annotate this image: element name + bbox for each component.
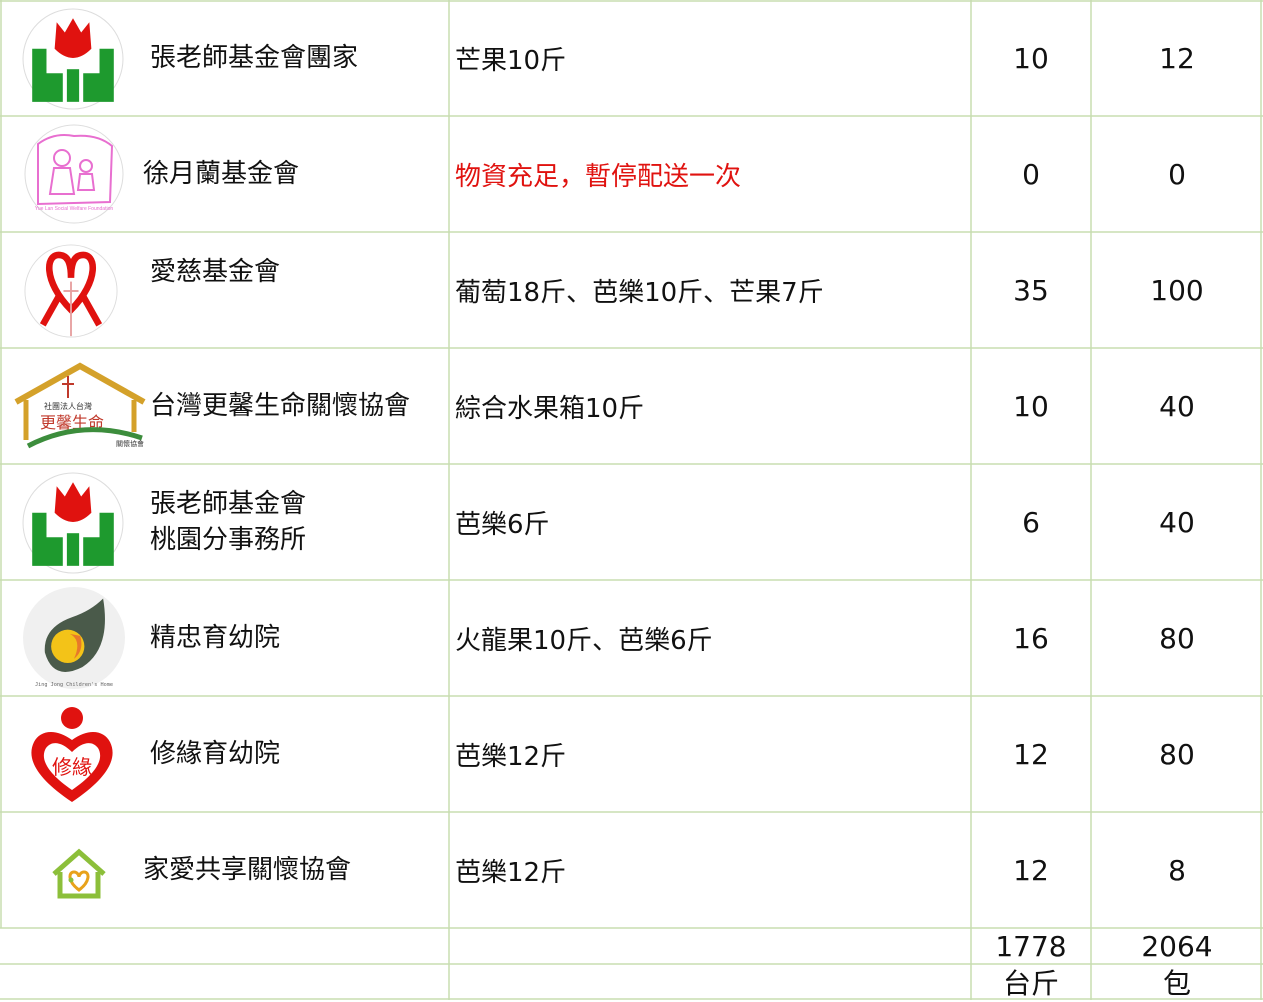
org-name-line2: 桃園分事務所 bbox=[150, 525, 307, 555]
items-text: 火龍果10斤、芭樂6斤 bbox=[455, 625, 713, 656]
items-text: 芭樂12斤 bbox=[455, 741, 567, 772]
people-value: 80 bbox=[1159, 621, 1195, 655]
xiu-yuan-logo-icon: 修緣 bbox=[31, 707, 113, 802]
org-name-line1: 張老師基金會 bbox=[150, 489, 307, 519]
org-name: 修緣育幼院 bbox=[150, 739, 281, 769]
teacher-chang-logo-icon bbox=[22, 472, 124, 574]
red-ribbon-logo-icon bbox=[24, 244, 118, 338]
total-people-unit: 包 bbox=[1162, 967, 1191, 1000]
table-row: 家愛共享關懷協會 芭樂12斤 12 8 bbox=[0, 812, 1263, 928]
table-row: Yue Lan Social Welfare Foundation 徐月蘭基金會… bbox=[0, 116, 1263, 232]
people-value: 0 bbox=[1168, 157, 1186, 191]
house-cross-logo-icon: 社團法人台灣 更馨生命 關懷協會 bbox=[14, 362, 146, 449]
items-text: 物資充足，暫停配送一次 bbox=[455, 161, 742, 192]
logo-caption-bot: 關懷協會 bbox=[116, 439, 144, 448]
items-text: 芭樂6斤 bbox=[455, 509, 550, 540]
teacher-chang-logo-icon bbox=[22, 8, 124, 110]
items-text: 綜合水果箱10斤 bbox=[455, 393, 645, 424]
people-value: 80 bbox=[1159, 737, 1195, 771]
org-name: 愛慈基金會 bbox=[150, 257, 281, 287]
table-row: Jing Jong Children's Home 精忠育幼院 火龍果10斤、芭… bbox=[0, 580, 1263, 696]
org-name: 徐月蘭基金會 bbox=[143, 159, 300, 189]
org-name: 家愛共享關懷協會 bbox=[143, 855, 352, 885]
jing-jong-logo-icon: Jing Jong Children's Home bbox=[23, 587, 125, 689]
qty-value: 0 bbox=[1022, 157, 1040, 191]
table-row: 修緣 修緣育幼院 芭樂12斤 12 80 bbox=[0, 696, 1263, 812]
qty-value: 12 bbox=[1013, 853, 1049, 887]
people-value: 8 bbox=[1168, 853, 1186, 887]
total-qty: 1778 bbox=[995, 929, 1067, 963]
table-row: 張老師基金會團家 芒果10斤 10 12 bbox=[0, 0, 1263, 116]
totals-row: 1778 2064 bbox=[0, 928, 1263, 964]
people-value: 40 bbox=[1159, 389, 1195, 423]
totals-unit-row: 台斤 包 bbox=[0, 964, 1263, 1000]
table-row: 社團法人台灣 更馨生命 關懷協會 台灣更馨生命關懷協會 綜合水果箱10斤 10 … bbox=[0, 348, 1263, 464]
people-value: 40 bbox=[1159, 505, 1195, 539]
people-value: 12 bbox=[1159, 41, 1195, 75]
hsu-yueh-lan-logo-icon: Yue Lan Social Welfare Foundation bbox=[24, 124, 124, 224]
people-value: 100 bbox=[1150, 273, 1204, 307]
org-name: 張老師基金會 桃園分事務所 bbox=[150, 486, 306, 558]
table-row: 愛慈基金會 葡萄18斤、芭樂10斤、芒果7斤 35 100 bbox=[0, 232, 1263, 348]
qty-value: 12 bbox=[1013, 737, 1049, 771]
qty-value: 10 bbox=[1013, 41, 1049, 75]
logo-caption-top: 社團法人台灣 bbox=[44, 401, 92, 411]
home-love-logo-icon bbox=[52, 848, 106, 899]
qty-value: 35 bbox=[1013, 273, 1049, 307]
logo-caption: Jing Jong Children's Home bbox=[35, 682, 113, 688]
logo-caption: Yue Lan Social Welfare Foundation bbox=[35, 206, 114, 212]
logo-caption: 修緣 bbox=[52, 755, 92, 779]
items-text: 葡萄18斤、芭樂10斤、芒果7斤 bbox=[455, 277, 824, 308]
items-text: 芒果10斤 bbox=[455, 45, 567, 76]
org-name: 精忠育幼院 bbox=[150, 623, 281, 653]
qty-value: 10 bbox=[1013, 389, 1049, 423]
total-qty-unit: 台斤 bbox=[1002, 967, 1059, 1000]
org-name: 台灣更馨生命關懷協會 bbox=[150, 391, 411, 421]
table-row: 張老師基金會 桃園分事務所 芭樂6斤 6 40 bbox=[0, 464, 1263, 580]
items-text: 芭樂12斤 bbox=[455, 857, 567, 888]
org-name: 張老師基金會團家 bbox=[150, 43, 359, 73]
total-people: 2064 bbox=[1141, 929, 1213, 963]
qty-value: 6 bbox=[1022, 505, 1040, 539]
qty-value: 16 bbox=[1013, 621, 1049, 655]
